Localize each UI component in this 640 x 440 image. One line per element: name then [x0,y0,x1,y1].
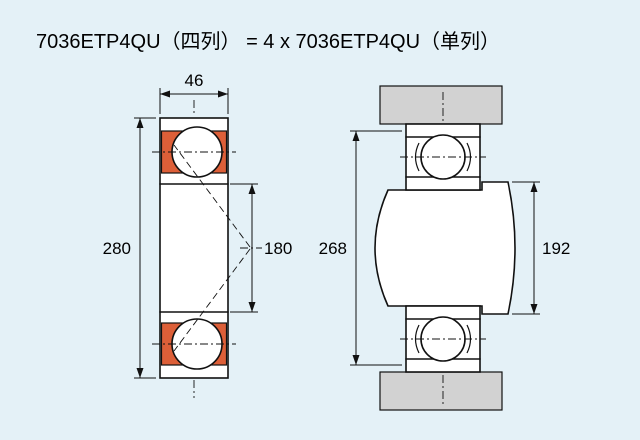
housing-block-top [379,85,503,125]
dimension-bore-diameter: 180 [230,183,292,313]
raceway-arc-left [414,142,420,172]
shaft-abutment-label: 192 [542,239,570,258]
dimension-shaft-abutment: 192 [512,181,570,315]
housing-abutment-label: 268 [319,239,347,258]
mounted-arrangement-view: 268 192 [319,85,570,411]
arrowhead-left [160,90,170,98]
arrowhead-bottom [248,302,256,312]
width-dimension-label: 46 [185,71,204,90]
shaft [374,181,516,315]
arrowhead-top [248,184,256,194]
arrowhead-bottom [352,355,360,365]
dimension-housing-abutment: 268 [319,130,402,366]
outer-diameter-label: 280 [103,239,131,258]
arrowhead-top [352,131,360,141]
dimension-width: 46 [159,71,229,114]
arrowhead-bottom [530,304,538,314]
bearing-cross-section-view: 46 280 180 [103,71,292,398]
dimension-outer-diameter: 280 [103,117,156,379]
diagram-title: 7036ETP4QU（四列） = 4 x 7036ETP4QU（单列） [36,30,500,53]
arrowhead-top [530,182,538,192]
arrowhead-bottom [136,368,144,378]
housing-block-bottom [379,371,503,411]
arrowhead-right [218,90,228,98]
raceway-arc-left [414,324,420,354]
arrowhead-top [136,118,144,128]
bore-diameter-label: 180 [264,239,292,258]
